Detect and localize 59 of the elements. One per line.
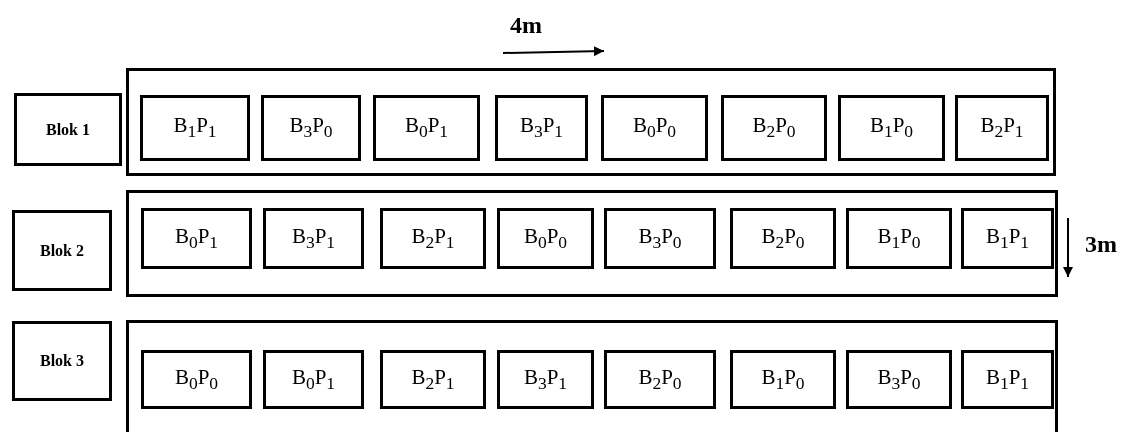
treatment-label: B$_{0}$P$_{1}$ bbox=[291, 364, 336, 395]
treatment-label: B$_{3}$P$_{0}$ bbox=[289, 113, 333, 143]
treatment-label: B$_{2}$P$_{1}$ bbox=[411, 364, 455, 395]
treatment-label: B$_{3}$P$_{0}$ bbox=[877, 364, 921, 395]
treatment-label: B$_{1}$P$_{0}$ bbox=[877, 223, 921, 254]
plot-box bbox=[604, 350, 716, 409]
plot-box bbox=[141, 208, 252, 269]
plot-box bbox=[263, 350, 364, 409]
treatment-label: B$_{1}$P$_{0}$ bbox=[869, 113, 914, 143]
plot-box bbox=[604, 208, 716, 269]
dimension-label: 4m bbox=[510, 12, 542, 39]
block-label-box bbox=[14, 93, 122, 166]
treatment-label: B$_{1}$P$_{1}$ bbox=[173, 113, 217, 143]
plot-box bbox=[495, 95, 588, 161]
plot-box bbox=[721, 95, 827, 161]
block-label: Blok 1 bbox=[46, 120, 90, 139]
plot-box bbox=[961, 350, 1054, 409]
plot-box bbox=[497, 350, 594, 409]
treatment-label: B$_{0}$P$_{0}$ bbox=[523, 223, 568, 254]
plot-box bbox=[141, 350, 252, 409]
plot-box bbox=[955, 95, 1049, 161]
treatment-label: B$_{3}$P$_{1}$ bbox=[291, 223, 336, 254]
plot-box bbox=[846, 350, 952, 409]
treatment-label: B$_{2}$P$_{0}$ bbox=[638, 364, 682, 395]
treatment-label: B$_{1}$P$_{1}$ bbox=[985, 223, 1030, 254]
plot-box bbox=[730, 350, 836, 409]
block-label-box bbox=[12, 321, 112, 401]
treatment-label: B$_{2}$P$_{1}$ bbox=[980, 113, 1024, 143]
treatment-label: B$_{3}$P$_{0}$ bbox=[638, 223, 682, 254]
treatment-label: B$_{3}$P$_{1}$ bbox=[519, 113, 564, 143]
plot-box bbox=[730, 208, 836, 269]
plot-box bbox=[140, 95, 250, 161]
treatment-label: B$_{2}$P$_{0}$ bbox=[752, 113, 796, 143]
plot-box bbox=[380, 350, 486, 409]
treatment-label: B$_{1}$P$_{1}$ bbox=[985, 364, 1030, 395]
plot-box bbox=[961, 208, 1054, 269]
plot-box bbox=[838, 95, 945, 161]
treatment-label: B$_{3}$P$_{1}$ bbox=[523, 364, 568, 395]
plot-box bbox=[497, 208, 594, 269]
plot-box bbox=[380, 208, 486, 269]
treatment-label: B$_{0}$P$_{1}$ bbox=[174, 223, 219, 254]
block-label: Blok 3 bbox=[40, 352, 84, 370]
treatment-label: B$_{1}$P$_{0}$ bbox=[761, 364, 805, 395]
block-label-box bbox=[12, 210, 112, 291]
plot-box bbox=[846, 208, 952, 269]
field-row-box bbox=[126, 320, 1058, 432]
dimension-label: 3m bbox=[1085, 231, 1117, 258]
block-label: Blok 2 bbox=[40, 241, 84, 260]
plot-box bbox=[263, 208, 364, 269]
treatment-label: B$_{2}$P$_{1}$ bbox=[411, 223, 455, 254]
field-row-box bbox=[126, 190, 1058, 297]
treatment-label: B$_{0}$P$_{0}$ bbox=[174, 364, 219, 395]
field-row-box bbox=[126, 68, 1056, 176]
plot-box bbox=[601, 95, 708, 161]
treatment-label: B$_{0}$P$_{1}$ bbox=[404, 113, 449, 143]
plot-box bbox=[373, 95, 480, 161]
treatment-label: B$_{2}$P$_{0}$ bbox=[761, 223, 805, 254]
treatment-label: B$_{0}$P$_{0}$ bbox=[632, 113, 677, 143]
plot-box bbox=[261, 95, 361, 161]
